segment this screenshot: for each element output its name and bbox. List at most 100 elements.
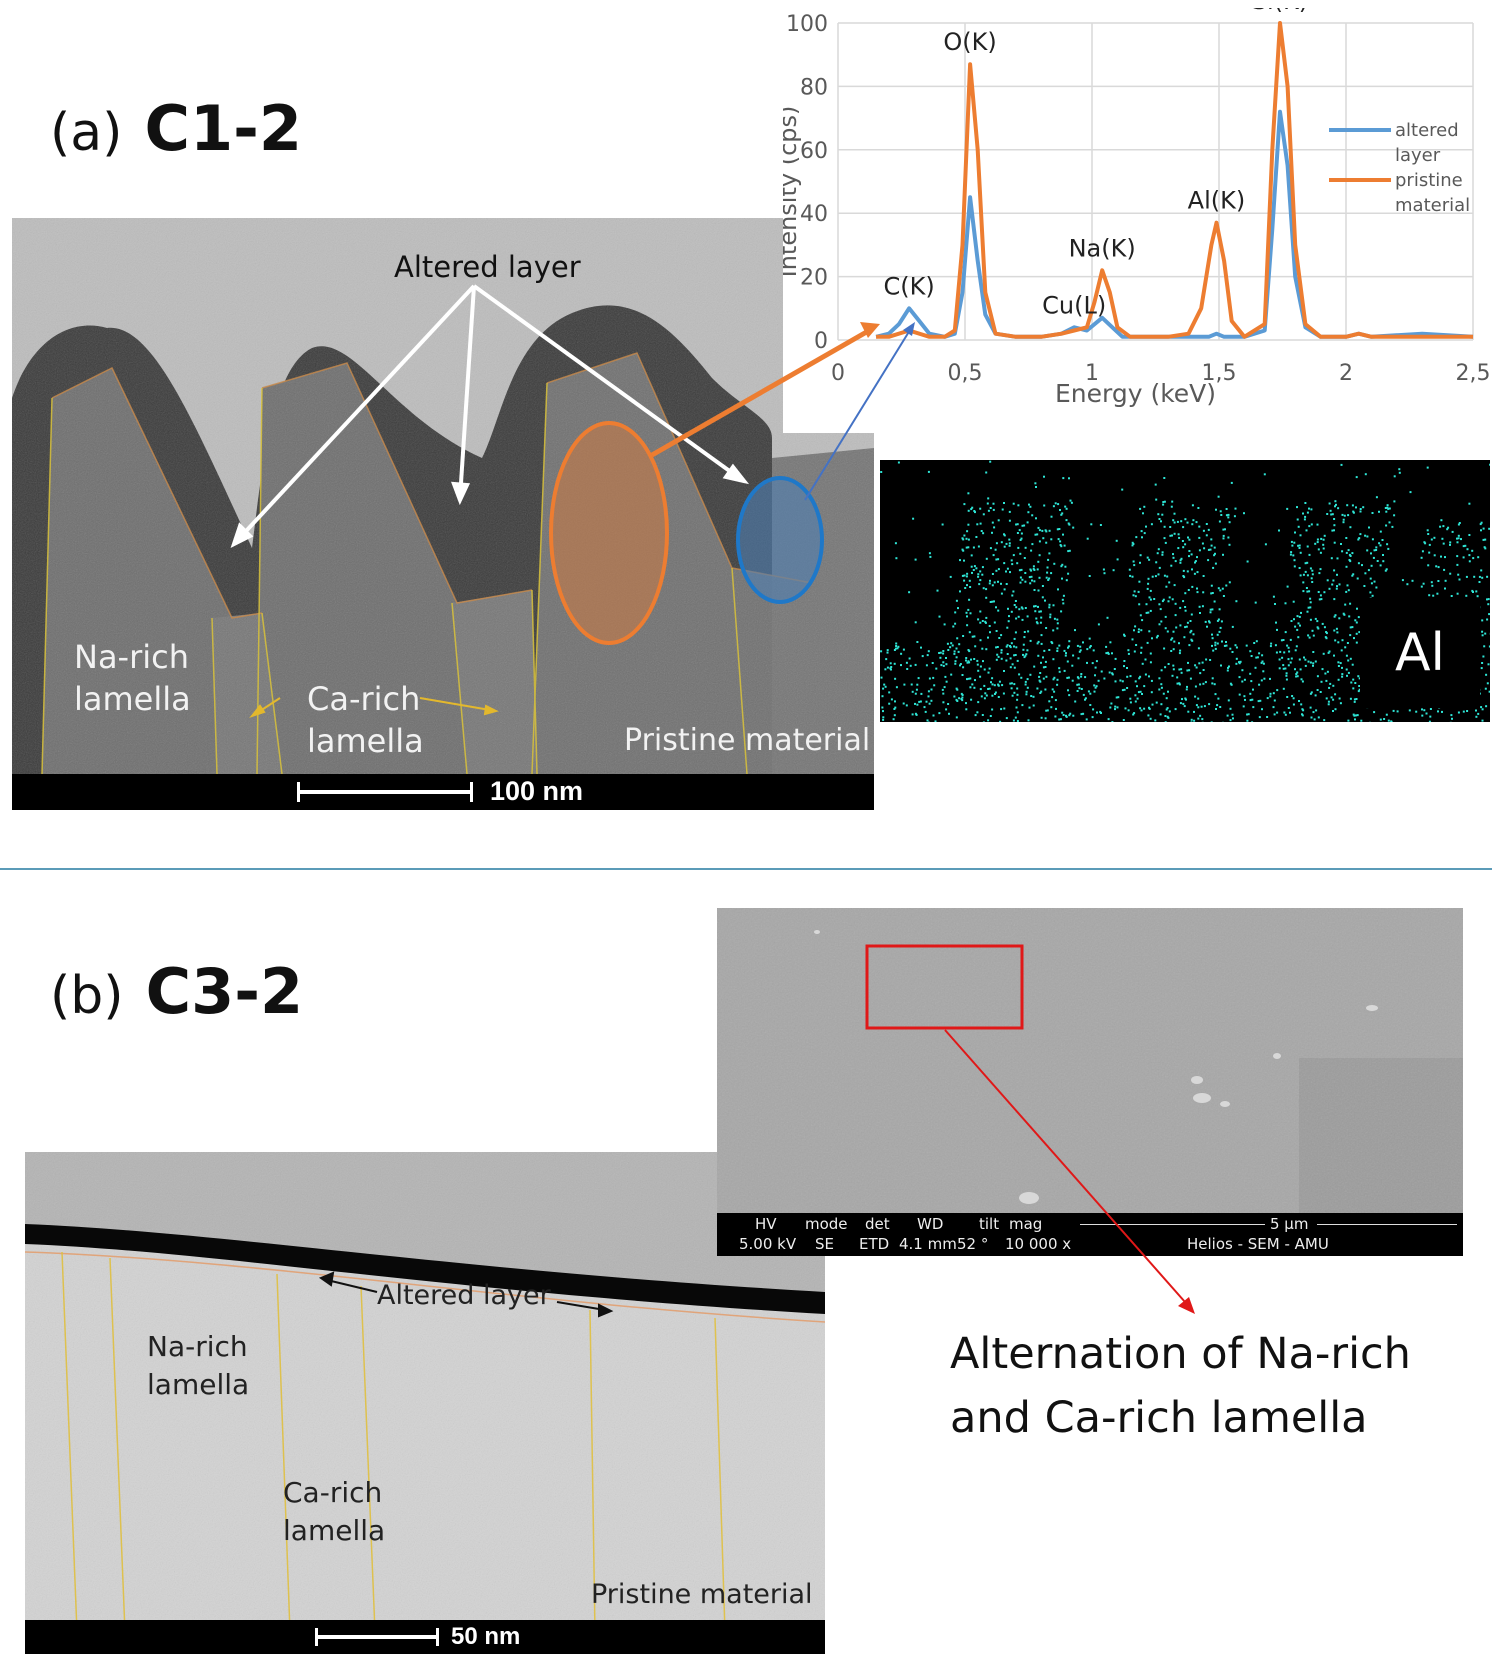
al-map-dot	[1339, 662, 1342, 665]
al-map-dot	[1282, 664, 1285, 667]
al-map-dot	[1139, 690, 1142, 693]
al-map-dot	[965, 611, 968, 614]
al-map-dot	[1335, 587, 1338, 590]
al-map-dot	[1285, 672, 1288, 675]
al-map-dot	[1163, 537, 1166, 540]
al-map-dot	[1165, 697, 1168, 700]
al-map-dot	[1291, 544, 1294, 547]
al-map-dot	[1048, 603, 1051, 606]
al-map-dot	[1023, 636, 1026, 639]
al-map-dot	[1127, 649, 1130, 652]
al-map-dot	[1067, 522, 1070, 525]
al-map-dot	[927, 690, 930, 693]
al-map-dot	[1030, 549, 1033, 552]
al-map-dot	[1259, 699, 1262, 702]
al-map-dot	[1443, 568, 1446, 571]
tem-image-a: Altered layer Na-rich lamella Ca-rich la…	[12, 218, 874, 774]
al-map-dot	[1192, 519, 1195, 522]
al-map-dot	[998, 637, 1001, 639]
al-map-dot	[1191, 523, 1194, 526]
al-map-dot	[1220, 514, 1223, 516]
al-map-dot	[1135, 536, 1138, 539]
al-map-dot	[1337, 661, 1340, 664]
al-map-dot	[1123, 665, 1125, 668]
al-map-dot	[1428, 594, 1431, 597]
al-map-dot	[1179, 606, 1182, 609]
al-map-dot	[1262, 662, 1265, 665]
al-map-dot	[1038, 576, 1041, 579]
al-map-dot	[979, 570, 982, 573]
al-map-dot	[1001, 684, 1004, 687]
al-map-dot	[1143, 505, 1146, 508]
al-map-dot	[1378, 510, 1380, 513]
al-map-dot	[1368, 526, 1370, 529]
panel-a-sample: C1-2	[144, 92, 302, 165]
al-map-dot	[1016, 659, 1019, 662]
al-map-dot	[1148, 675, 1150, 678]
al-map-dot	[1135, 644, 1138, 646]
al-map-dot	[1144, 673, 1147, 676]
al-map-dot	[967, 523, 970, 526]
al-map-dot	[880, 471, 883, 473]
al-map-dot	[1299, 551, 1302, 554]
al-map-dot	[973, 565, 976, 568]
al-map-dot	[942, 692, 945, 695]
al-map-dot	[978, 583, 981, 586]
al-map-dot	[1169, 526, 1172, 528]
al-map-dot	[1283, 711, 1286, 714]
al-map-dot	[1437, 710, 1439, 713]
pristine-label-a: Pristine material	[624, 723, 871, 758]
al-map-dot	[1372, 556, 1375, 559]
al-map-dot	[942, 652, 945, 655]
al-map-dot	[1184, 543, 1187, 546]
al-map-dot	[960, 698, 963, 700]
chart-peak-label: C(K)	[884, 272, 935, 300]
al-map-dot	[1020, 606, 1023, 609]
al-map-dot	[894, 647, 897, 650]
al-map-dot	[1320, 598, 1323, 601]
al-map-dot	[959, 664, 961, 667]
al-map-dot	[1382, 560, 1385, 563]
al-map-dot	[1211, 592, 1214, 594]
al-map-dot	[1040, 716, 1043, 719]
al-map-dot	[1391, 525, 1394, 528]
al-map-dot	[1312, 662, 1315, 665]
al-map-dot	[1019, 581, 1022, 584]
al-map-dot	[1145, 525, 1147, 528]
al-map-dot	[955, 599, 958, 602]
al-map-dot	[1215, 708, 1217, 710]
al-map-dot	[1316, 523, 1319, 526]
al-map-dot	[1189, 620, 1192, 622]
al-map-dot	[1032, 567, 1035, 570]
al-map-dot	[1218, 520, 1221, 523]
al-map-dot	[1201, 542, 1204, 545]
al-map-dot	[951, 644, 954, 647]
al-map-dot	[1487, 603, 1490, 606]
al-map-dot	[910, 683, 913, 686]
al-map-dot	[949, 646, 952, 649]
al-map-dot	[1031, 579, 1033, 582]
al-map-dot	[1415, 710, 1418, 713]
al-map-dot	[1100, 670, 1103, 673]
al-map-dot	[1379, 718, 1382, 721]
al-map-dot	[1000, 634, 1003, 637]
al-map-dot	[1010, 642, 1013, 645]
al-map-dot	[1148, 707, 1151, 710]
al-map-dot	[1103, 677, 1106, 680]
al-map-dot	[1048, 577, 1051, 580]
al-map-dot	[1278, 529, 1280, 532]
al-map-dot	[1058, 670, 1061, 673]
al-map-dot	[985, 648, 988, 651]
al-map-dot	[1334, 500, 1337, 503]
al-map-dot	[1325, 679, 1328, 682]
al-map-dot	[1035, 517, 1037, 520]
al-map-dot	[1161, 553, 1164, 556]
al-map-dot	[1350, 681, 1353, 684]
al-map-dot	[1051, 642, 1054, 645]
al-map-dot	[968, 631, 971, 634]
al-map-dot	[1149, 652, 1152, 655]
al-map-dot	[1009, 657, 1012, 660]
al-map-dot	[961, 699, 964, 702]
al-map-dot	[1309, 567, 1312, 570]
al-map-dot	[1003, 545, 1006, 548]
